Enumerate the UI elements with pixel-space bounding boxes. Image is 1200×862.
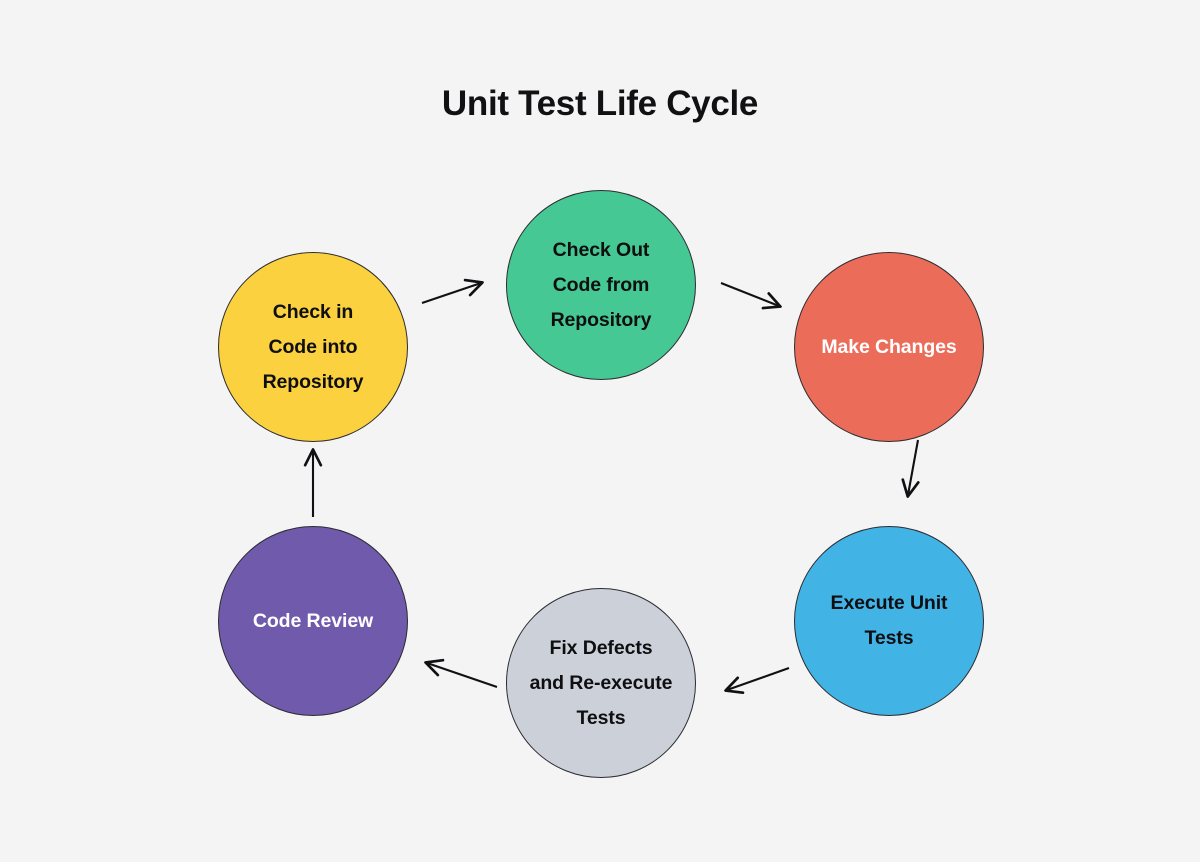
arrow-checkout-to-makechanges: [720, 282, 782, 310]
node-label: Fix Defects and Re-execute Tests: [529, 636, 673, 729]
node-code-review[interactable]: Code Review: [218, 526, 408, 716]
page-title: Unit Test Life Cycle: [441, 84, 759, 123]
node-label: Check in Code into Repository: [262, 300, 364, 393]
arrow-checkin-to-checkout: [421, 278, 484, 304]
node-fix-defects-and-re-execute-tests[interactable]: Fix Defects and Re-execute Tests: [506, 588, 696, 778]
node-label: Check Out Code from Repository: [550, 238, 652, 331]
arrow-executetests-to-fixdefects: [724, 667, 790, 695]
node-label: Make Changes: [821, 335, 957, 358]
node-execute-unit-tests[interactable]: Execute Unit Tests: [794, 526, 984, 716]
node-label: Code Review: [252, 609, 374, 632]
arrow-makechanges-to-executetests: [901, 439, 920, 498]
node-label: Execute Unit Tests: [830, 592, 948, 649]
node-check-in-code-into-repository[interactable]: Check in Code into Repository: [218, 252, 408, 442]
node-make-changes[interactable]: Make Changes: [794, 252, 984, 442]
node-check-out-code-from-repository[interactable]: Check Out Code from Repository: [506, 190, 696, 380]
arrow-fixdefects-to-codereview: [424, 658, 498, 688]
